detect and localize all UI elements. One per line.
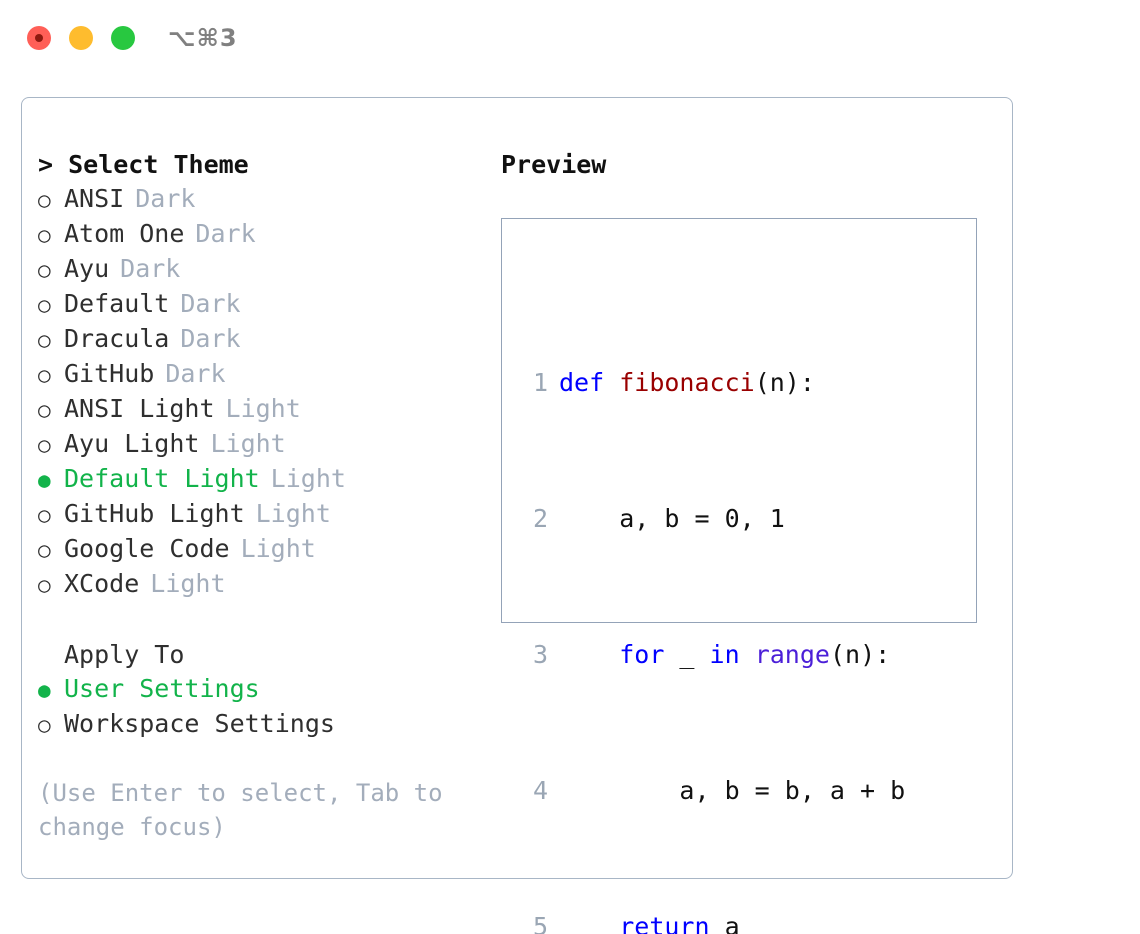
code-line: 3 for _ in range (n): (516, 638, 935, 672)
code-token: range (754, 640, 830, 669)
code-token: a, b = 0, 1 (559, 504, 785, 533)
line-number: 4 (532, 776, 548, 805)
radio-icon: ○ (38, 503, 51, 527)
preview-code: 1 def fibonacci (n): 2 a, b = 0, 1 3 (516, 264, 935, 934)
theme-item-tag: Dark (180, 289, 241, 318)
theme-item-label: XCode (64, 569, 140, 598)
theme-item-label: Atom One (64, 219, 185, 248)
radio-icon: ○ (38, 293, 51, 317)
theme-item[interactable]: ○ ANSI Light Light (38, 392, 478, 427)
theme-item-label: Ayu (64, 254, 110, 283)
zoom-button[interactable] (111, 26, 135, 50)
code-token: a (709, 912, 740, 934)
theme-item-label: Google Code (64, 534, 230, 563)
code-token (740, 638, 755, 672)
theme-item-label: ANSI (64, 184, 125, 213)
radio-icon: ○ (38, 433, 51, 457)
theme-item-tag: Dark (135, 184, 196, 213)
theme-item-tag: Light (210, 429, 286, 458)
radio-icon: ○ (38, 538, 51, 562)
theme-item[interactable]: ○ Atom One Dark (38, 217, 478, 252)
minimize-button[interactable] (69, 26, 93, 50)
code-line: 4 a, b = b, a + b (516, 774, 935, 808)
theme-item[interactable]: ○ GitHub Dark (38, 357, 478, 392)
line-number: 2 (532, 504, 548, 533)
theme-item-tag: Light (270, 464, 346, 493)
theme-item-tag: Light (240, 534, 316, 563)
code-token: def (559, 368, 620, 397)
code-token: in (709, 640, 740, 669)
code-line: 5 return a (516, 910, 935, 934)
theme-item[interactable]: ○ ANSI Dark (38, 182, 478, 217)
theme-list-column: > Select Theme ○ ANSI Dark ○ Atom One Da… (38, 148, 478, 844)
theme-item[interactable]: ○ Ayu Dark (38, 252, 478, 287)
line-number: 5 (532, 912, 548, 934)
radio-icon: ○ (38, 258, 51, 282)
theme-item-tag: Dark (195, 219, 256, 248)
theme-item-tag: Dark (180, 324, 241, 353)
radio-icon: ○ (38, 398, 51, 422)
theme-item-tag: Light (225, 394, 301, 423)
radio-icon-selected: ● (38, 678, 51, 702)
radio-icon: ○ (38, 713, 51, 737)
theme-item-tag: Dark (165, 359, 226, 388)
code-token: return (619, 912, 710, 934)
theme-item-label: Default (64, 289, 170, 318)
radio-icon-selected: ● (38, 468, 51, 492)
code-token (559, 638, 619, 672)
traffic-lights (27, 26, 135, 50)
preview-heading: Preview (501, 150, 607, 179)
theme-item-label: Ayu Light (64, 429, 200, 458)
apply-to-list[interactable]: ● User Settings ○ Workspace Settings (38, 672, 478, 742)
select-theme-heading: > Select Theme (38, 150, 249, 179)
radio-icon: ○ (38, 223, 51, 247)
keyboard-hint-text: (Use Enter to select, Tab to change focu… (38, 779, 443, 841)
theme-item[interactable]: ○ Default Dark (38, 287, 478, 322)
theme-item-label: GitHub (64, 359, 155, 388)
theme-list[interactable]: ○ ANSI Dark ○ Atom One Dark ○ Ayu Dark (38, 182, 478, 602)
code-token: for (619, 640, 665, 669)
preview-box: 1 def fibonacci (n): 2 a, b = 0, 1 3 (501, 218, 977, 934)
apply-to-item-workspace-settings[interactable]: ○ Workspace Settings (38, 707, 478, 742)
keyboard-shortcut-label: ⌥⌘3 (168, 24, 238, 52)
title-bar: ⌥⌘3 (0, 0, 1140, 76)
theme-item[interactable]: ○ Ayu Light Light (38, 427, 478, 462)
code-token: (n): (754, 368, 815, 397)
apply-to-item-label: User Settings (64, 674, 260, 703)
theme-item[interactable]: ○ Google Code Light (38, 532, 478, 567)
apply-to-section: Apply To ● User Settings ○ Workspace Set… (38, 638, 478, 742)
theme-item-tag: Light (255, 499, 331, 528)
code-token: a, b = b, a + b (559, 776, 906, 805)
apply-to-item-label: Workspace Settings (64, 709, 335, 738)
radio-icon: ○ (38, 363, 51, 387)
code-line: 1 def fibonacci (n): (516, 366, 935, 400)
theme-item[interactable]: ○ GitHub Light Light (38, 497, 478, 532)
code-token: fibonacci (619, 368, 755, 397)
apply-to-item-user-settings[interactable]: ● User Settings (38, 672, 478, 707)
code-token: (n): (829, 640, 891, 669)
code-token: _ (664, 640, 710, 669)
line-number: 3 (532, 640, 548, 669)
radio-icon: ○ (38, 188, 51, 212)
theme-item[interactable]: ○ Dracula Dark (38, 322, 478, 357)
radio-icon: ○ (38, 328, 51, 352)
theme-selector-panel: > Select Theme ○ ANSI Dark ○ Atom One Da… (21, 97, 1013, 934)
apply-to-heading: Apply To (64, 640, 185, 669)
close-button[interactable] (27, 26, 51, 50)
theme-item-selected[interactable]: ● Default Light Light (38, 462, 478, 497)
theme-item-label: GitHub Light (64, 499, 245, 528)
theme-item[interactable]: ○ XCode Light (38, 567, 478, 602)
line-number: 1 (532, 368, 548, 397)
code-token (559, 910, 619, 934)
theme-item-label: Default Light (64, 464, 260, 493)
theme-item-label: ANSI Light (64, 394, 215, 423)
theme-item-tag: Dark (120, 254, 181, 283)
code-line: 2 a, b = 0, 1 (516, 502, 935, 536)
theme-item-tag: Light (150, 569, 226, 598)
radio-icon: ○ (38, 573, 51, 597)
preview-column: Preview 1 def fibonacci (n): 2 a, b = 0,… (501, 148, 991, 934)
theme-item-label: Dracula (64, 324, 170, 353)
